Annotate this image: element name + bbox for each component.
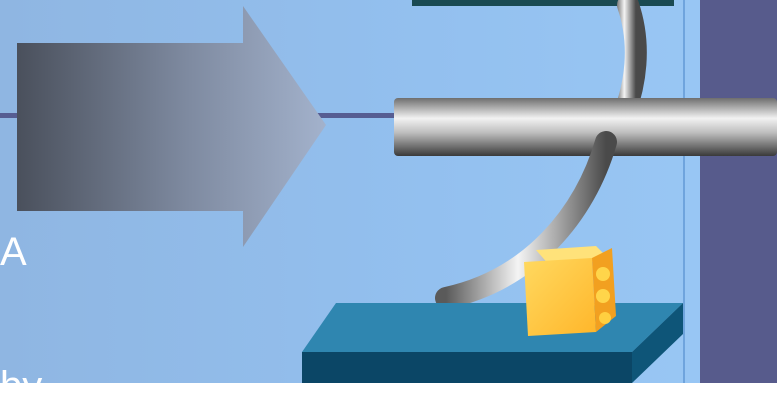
caption-line-1: A [0, 230, 27, 274]
yellow-cube-icon [524, 246, 616, 336]
caption-line-2: by [0, 364, 43, 408]
right-panel [700, 0, 777, 383]
base-plate-side [632, 303, 683, 383]
base-plate-icon [302, 303, 683, 352]
top-plate [412, 0, 674, 6]
illustration [17, 0, 777, 383]
metal-rod-icon [394, 98, 777, 156]
curved-wire-lower [435, 131, 617, 309]
panel-edge [683, 0, 715, 383]
right-arrow-icon [17, 6, 326, 247]
base-plate-front [302, 352, 632, 383]
